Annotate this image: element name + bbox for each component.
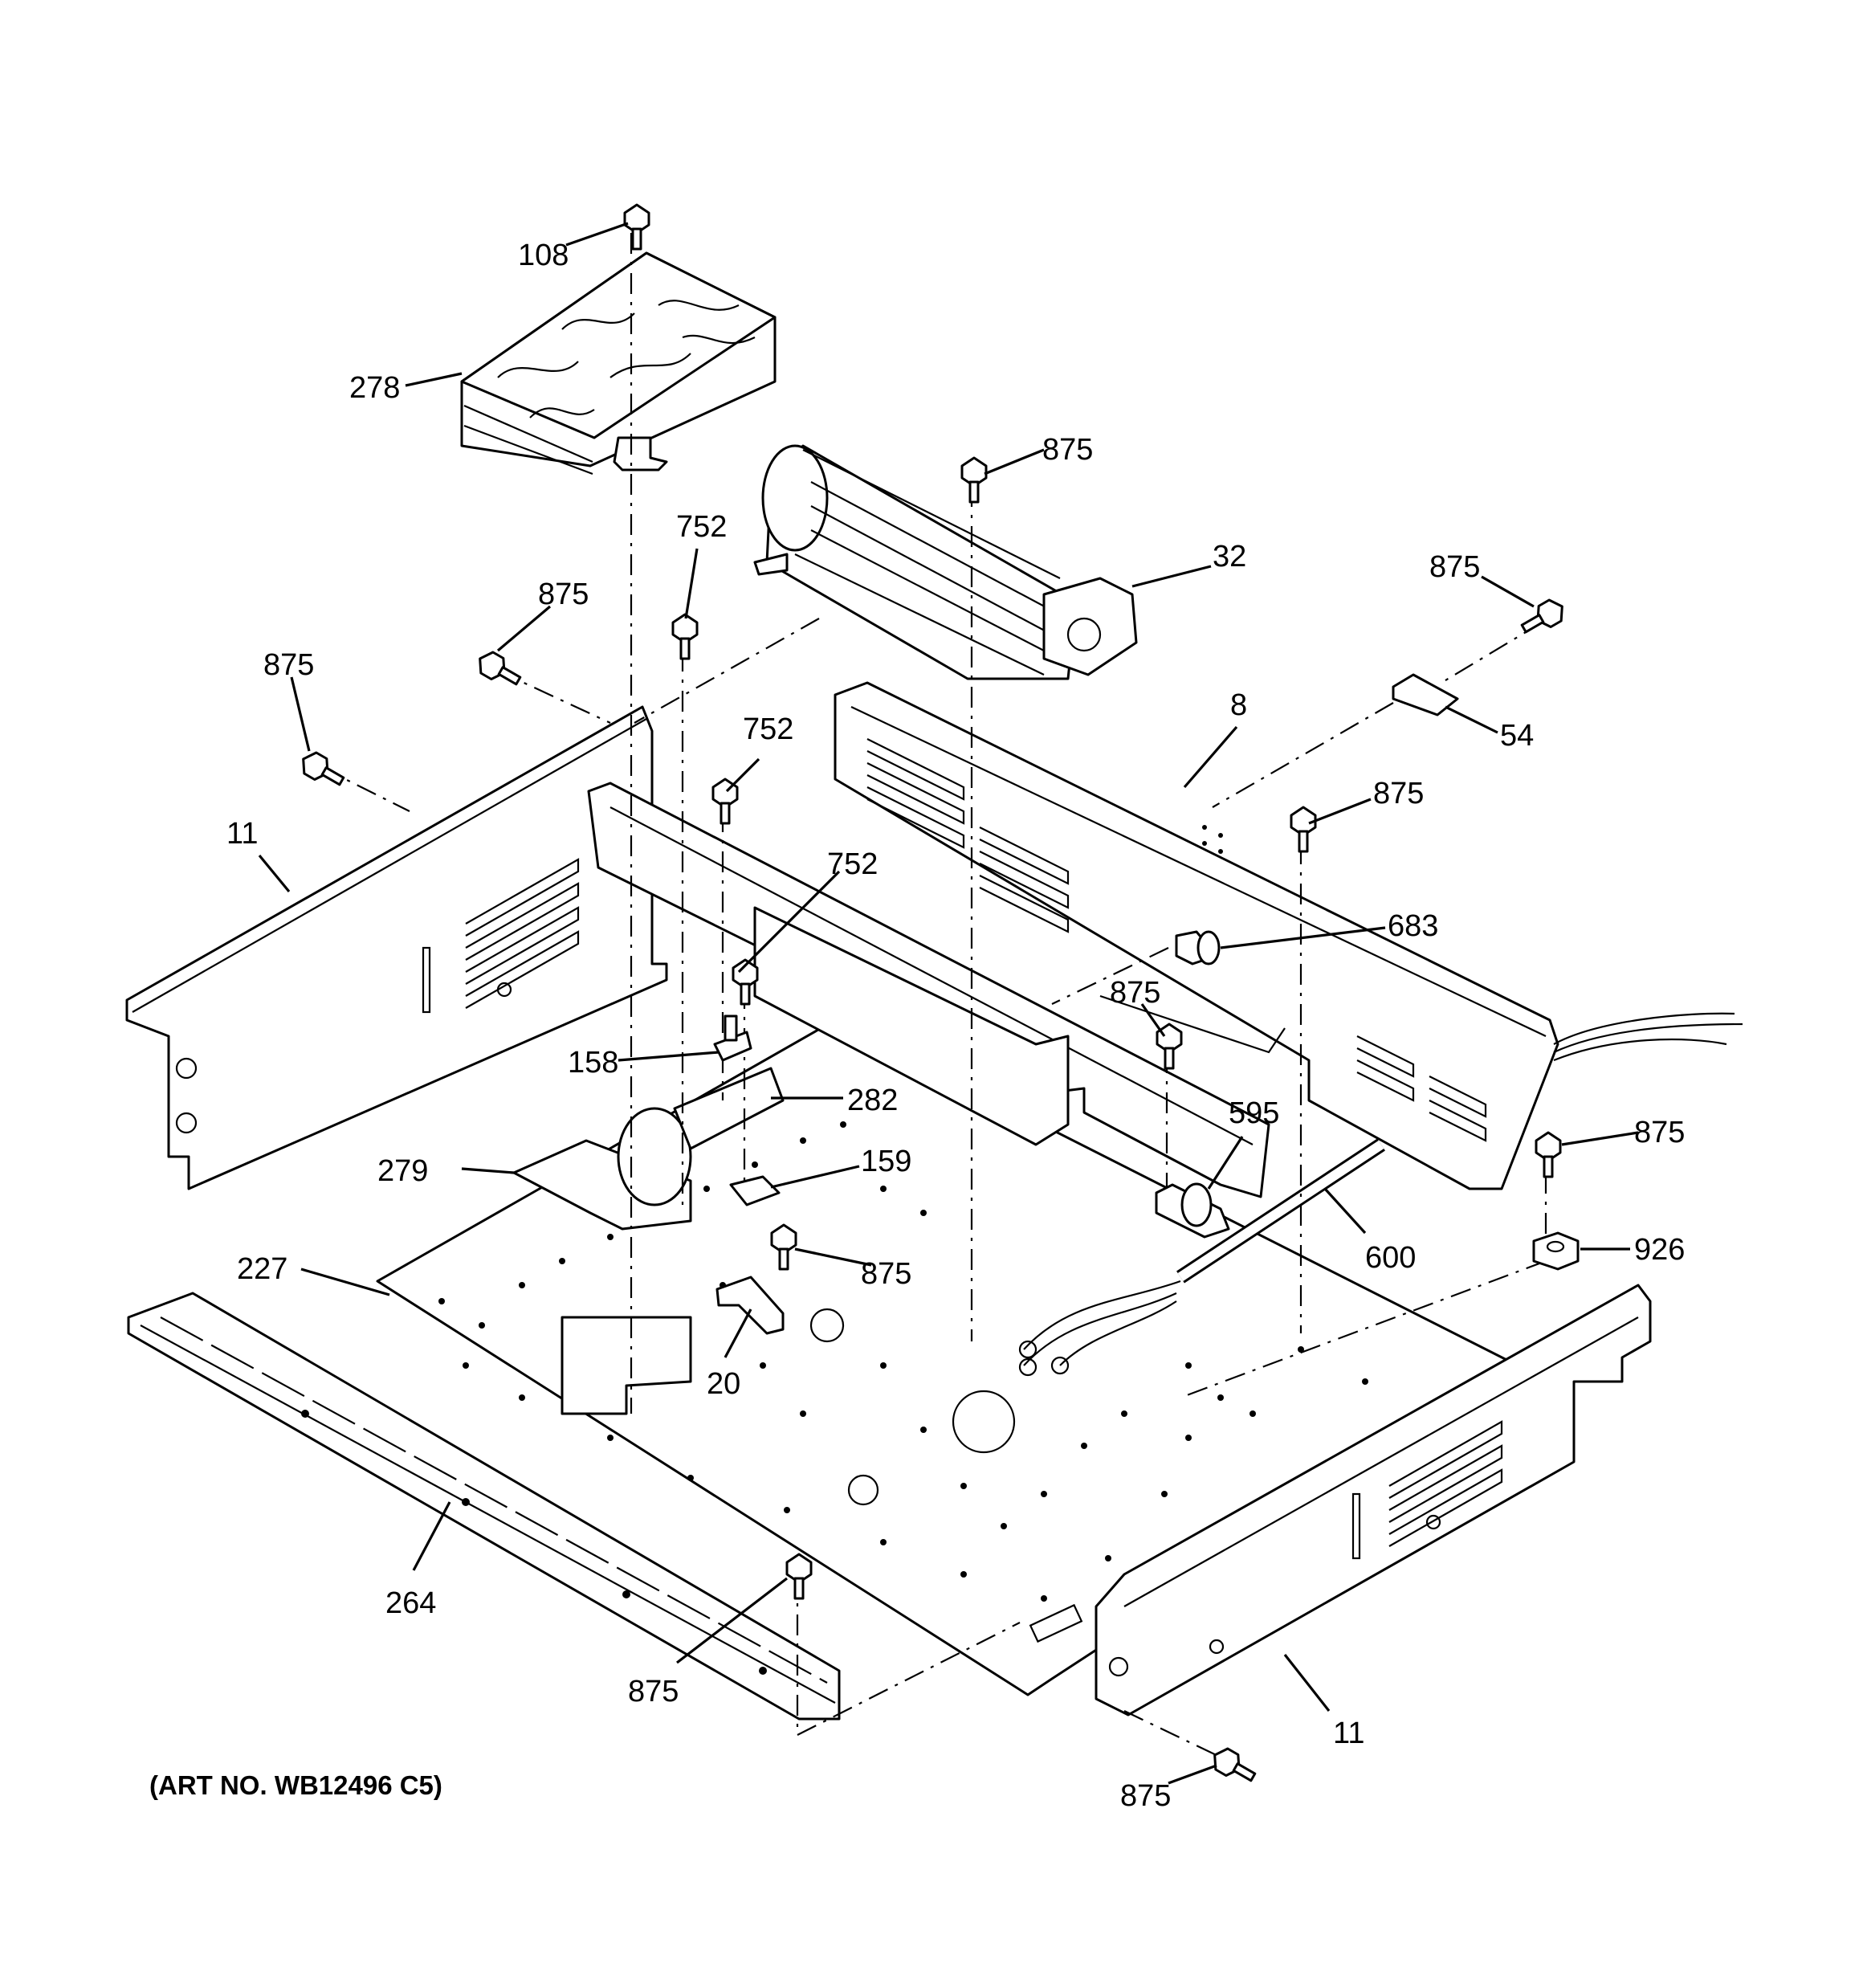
callout-leaders <box>258 222 1639 1785</box>
inner-baffle <box>587 782 1286 1198</box>
art-number: (ART NO. WB12496 C5) <box>149 1770 442 1800</box>
callout-875: 875 <box>1429 550 1480 584</box>
callout-926: 926 <box>1634 1233 1685 1267</box>
callout-875: 875 <box>1120 1779 1171 1813</box>
callout-32: 32 <box>1213 540 1246 574</box>
callout-108: 108 <box>518 239 569 272</box>
callout-875: 875 <box>1042 433 1093 467</box>
callout-875: 875 <box>861 1257 911 1291</box>
screw-icon <box>1520 598 1563 634</box>
screw-icon <box>671 613 699 660</box>
filter-insulation <box>460 251 777 476</box>
nut <box>1532 1231 1580 1271</box>
screw-icon <box>1290 806 1317 853</box>
plunger-switch <box>1175 930 1221 965</box>
callout-11: 11 <box>226 817 258 851</box>
callout-875: 875 <box>263 648 314 682</box>
screw-icon <box>770 1223 797 1271</box>
callout-11: 11 <box>1333 1717 1364 1750</box>
callout-54: 54 <box>1500 719 1534 753</box>
screw-icon <box>960 456 988 504</box>
thermostat <box>729 1175 781 1206</box>
screw-icon <box>732 958 759 1006</box>
callout-159: 159 <box>861 1145 911 1178</box>
screw-icon <box>785 1553 813 1600</box>
conduit <box>1018 1138 1385 1377</box>
callout-labels: 108 278 875 32 752 875 875 54 875 8 752 … <box>226 239 1685 1813</box>
callout-752: 752 <box>743 712 793 746</box>
callout-875: 875 <box>628 1675 679 1708</box>
left-side-panel <box>125 705 668 1190</box>
bracket-20 <box>715 1276 785 1335</box>
callout-20: 20 <box>707 1367 740 1401</box>
air-duct <box>512 1067 785 1231</box>
wire-harness <box>1553 1012 1743 1062</box>
screw-icon <box>1535 1131 1562 1178</box>
cooling-blower <box>753 444 1138 680</box>
callout-227: 227 <box>237 1252 287 1286</box>
callout-875: 875 <box>538 578 589 611</box>
callout-158: 158 <box>568 1046 618 1080</box>
clamp <box>1155 1182 1230 1239</box>
assembly-lines <box>320 233 1547 1760</box>
callout-875: 875 <box>1110 976 1160 1010</box>
callout-264: 264 <box>385 1586 436 1620</box>
screw-icon <box>1156 1023 1183 1070</box>
callout-683: 683 <box>1388 909 1438 943</box>
front-rail <box>127 1292 841 1721</box>
thermostat <box>713 1014 752 1062</box>
callout-278: 278 <box>349 371 400 405</box>
callout-8: 8 <box>1230 688 1247 722</box>
callout-875: 875 <box>1634 1116 1685 1149</box>
screw-icon <box>623 203 650 251</box>
right-side-panel <box>1095 1284 1652 1717</box>
callout-600: 600 <box>1365 1241 1416 1275</box>
callout-752: 752 <box>676 510 727 544</box>
callout-752: 752 <box>827 847 878 881</box>
screw-icon <box>1213 1747 1257 1782</box>
screw-icon <box>302 751 345 786</box>
left-panel-louvers <box>465 858 580 1009</box>
callout-282: 282 <box>847 1084 898 1117</box>
screw-icon <box>479 651 522 686</box>
callout-595: 595 <box>1229 1096 1279 1130</box>
callout-875: 875 <box>1373 777 1424 810</box>
callout-279: 279 <box>377 1154 428 1188</box>
